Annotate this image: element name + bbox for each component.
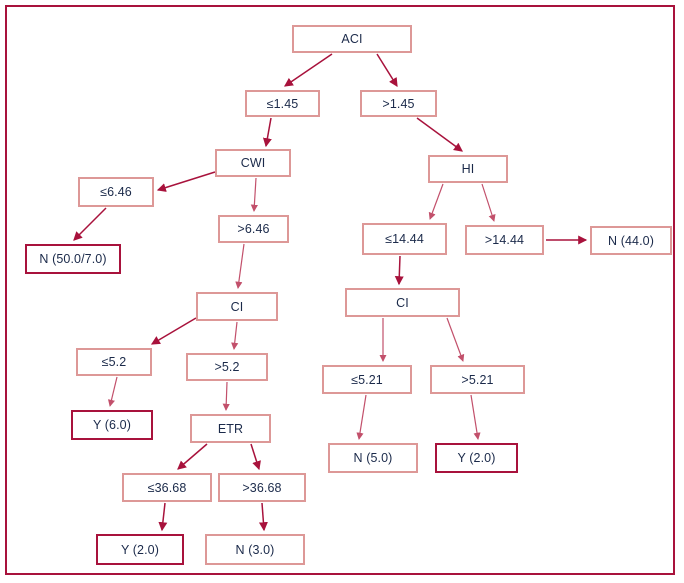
tree-edge-ci_r_gt-to-leaf_y2b [470, 394, 481, 440]
tree-node-label: Y (6.0) [93, 418, 131, 432]
tree-node-aci_le[interactable]: ≤1.45 [245, 90, 320, 117]
tree-node-ci_r_le[interactable]: ≤5.21 [322, 365, 412, 394]
tree-node-label: >5.21 [461, 372, 494, 387]
tree-node-label: ≤5.2 [101, 355, 127, 369]
tree-node-label: N (50.0/7.0) [39, 252, 107, 266]
tree-edge-aci_gt-to-hi [416, 117, 463, 152]
tree-node-label: >1.45 [382, 96, 415, 111]
tree-node-label: N (5.0) [353, 451, 393, 465]
tree-node-cwi_le[interactable]: ≤6.46 [78, 177, 154, 207]
tree-node-label: CI [230, 299, 244, 314]
tree-node-label: ≤36.68 [147, 480, 187, 495]
tree-node-leaf_n3[interactable]: N (3.0) [205, 534, 305, 565]
tree-node-leaf_n44[interactable]: N (44.0) [590, 226, 672, 255]
tree-node-leaf_n50[interactable]: N (50.0/7.0) [25, 244, 121, 274]
tree-edge-root-to-aci_gt [376, 53, 398, 88]
tree-node-label: Y (2.0) [121, 542, 159, 557]
tree-node-label: N (3.0) [235, 542, 275, 557]
tree-edge-ci_left-to-ci_l_le [150, 317, 197, 345]
tree-node-label: HI [461, 162, 475, 176]
tree-edge-aci_le-to-cwi [262, 117, 272, 148]
tree-node-leaf_y2a[interactable]: Y (2.0) [96, 534, 184, 565]
tree-edge-cwi-to-cwi_le [156, 171, 216, 192]
tree-node-hi_le[interactable]: ≤14.44 [362, 223, 447, 255]
tree-node-ci_right[interactable]: CI [345, 288, 460, 317]
tree-node-hi[interactable]: HI [428, 155, 508, 183]
tree-edge-ci_r_le-to-leaf_n5 [356, 394, 367, 440]
tree-node-label: CI [396, 295, 409, 310]
tree-edge-etr-to-etr_gt [250, 443, 261, 471]
tree-edge-root-to-aci_le [284, 53, 333, 87]
tree-node-label: >5.2 [214, 360, 240, 374]
tree-node-label: ≤1.45 [266, 96, 299, 111]
tree-node-etr[interactable]: ETR [190, 414, 271, 443]
tree-edge-ci_right-to-ci_r_gt [446, 317, 465, 362]
tree-edge-cwi_le-to-leaf_n50 [73, 207, 107, 241]
tree-edge-ci_l_gt-to-etr [222, 381, 230, 411]
tree-edge-etr_gt-to-leaf_n3 [258, 502, 268, 532]
tree-node-label: >36.68 [242, 480, 282, 495]
tree-node-label: N (44.0) [608, 233, 654, 248]
tree-node-cwi[interactable]: CWI [215, 149, 291, 177]
tree-edge-etr_le-to-leaf_y2a [158, 502, 168, 532]
tree-node-label: ≤6.46 [100, 185, 132, 199]
tree-node-label: Y (2.0) [457, 451, 496, 465]
tree-edge-ci_left-to-ci_l_gt [231, 321, 239, 350]
tree-node-root[interactable]: ACI [292, 25, 412, 53]
tree-edge-hi-to-hi_gt [481, 183, 496, 222]
tree-node-leaf_y6[interactable]: Y (6.0) [71, 410, 153, 440]
tree-node-ci_l_le[interactable]: ≤5.2 [76, 348, 152, 376]
tree-edge-cwi-to-cwi_gt [250, 177, 258, 212]
tree-edge-hi_le-to-ci_right [394, 255, 404, 286]
tree-node-label: >6.46 [237, 222, 270, 236]
tree-node-etr_gt[interactable]: >36.68 [218, 473, 306, 502]
diagram-border-frame [5, 5, 675, 575]
tree-node-ci_r_gt[interactable]: >5.21 [430, 365, 525, 394]
tree-node-label: ≤14.44 [385, 232, 424, 246]
tree-edge-etr-to-etr_le [177, 443, 208, 470]
tree-edge-ci_l_le-to-leaf_y6 [107, 376, 118, 407]
tree-node-label: >14.44 [484, 233, 525, 247]
tree-edge-cwi_gt-to-ci_left [235, 243, 245, 289]
tree-node-aci_gt[interactable]: >1.45 [360, 90, 437, 117]
tree-node-cwi_gt[interactable]: >6.46 [218, 215, 289, 243]
tree-node-hi_gt[interactable]: >14.44 [465, 225, 544, 255]
tree-node-ci_l_gt[interactable]: >5.2 [186, 353, 268, 381]
tree-node-label: CWI [240, 156, 266, 170]
tree-edge-hi-to-hi_le [428, 183, 444, 220]
tree-node-leaf_n5[interactable]: N (5.0) [328, 443, 418, 473]
tree-node-leaf_y2b[interactable]: Y (2.0) [435, 443, 518, 473]
tree-node-label: ACI [341, 32, 363, 46]
tree-node-label: ≤5.21 [351, 372, 383, 387]
tree-node-etr_le[interactable]: ≤36.68 [122, 473, 212, 502]
tree-node-ci_left[interactable]: CI [196, 292, 278, 321]
tree-node-label: ETR [217, 421, 244, 436]
